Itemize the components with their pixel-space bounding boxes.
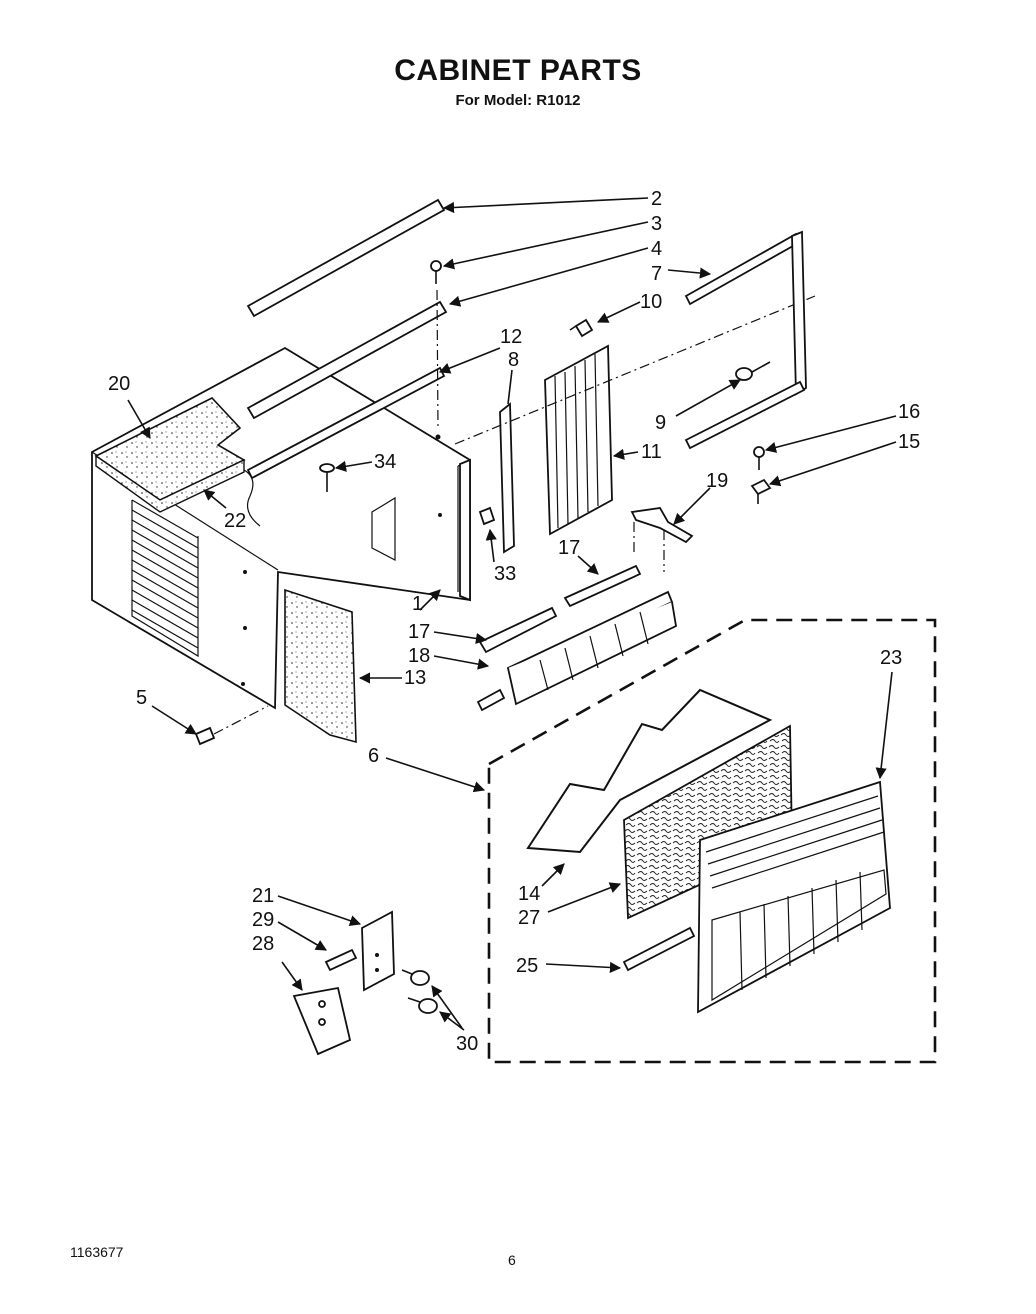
callout-12: 12 bbox=[500, 326, 522, 348]
leader-lines bbox=[127, 197, 897, 1031]
base-assembly-18 bbox=[476, 590, 677, 712]
callout-9: 9 bbox=[655, 412, 666, 434]
callout-16: 16 bbox=[898, 401, 920, 423]
callout-7: 7 bbox=[651, 263, 662, 285]
callout-29: 29 bbox=[252, 909, 274, 931]
callout-labels: 2 3 4 7 10 12 8 20 9 16 15 11 34 22 19 1… bbox=[108, 188, 920, 1055]
top-seal-strip bbox=[246, 198, 446, 318]
callout-15: 15 bbox=[898, 431, 920, 453]
callout-2: 2 bbox=[651, 188, 662, 210]
front-kit-outline bbox=[487, 618, 937, 1064]
callout-4: 4 bbox=[651, 238, 662, 260]
nut-15 bbox=[750, 478, 772, 504]
front-grille bbox=[697, 780, 891, 1014]
document-number: 1163677 bbox=[70, 1244, 124, 1260]
callout-13: 13 bbox=[404, 667, 426, 689]
top-insulation bbox=[94, 397, 246, 513]
callout-33: 33 bbox=[494, 563, 516, 585]
top-rail bbox=[246, 300, 448, 420]
plug-34 bbox=[319, 463, 335, 492]
side-insulation-panel bbox=[0, 0, 1, 1]
model-subtitle: For Model: R1012 bbox=[455, 92, 581, 109]
filter-rod bbox=[526, 688, 773, 854]
callout-27: 27 bbox=[518, 907, 540, 929]
callout-1: 1 bbox=[412, 593, 423, 615]
callout-17-upper: 17 bbox=[558, 537, 580, 559]
callout-28: 28 bbox=[252, 933, 274, 955]
gasket-strip-12 bbox=[246, 366, 446, 480]
rail-17-upper bbox=[563, 564, 642, 608]
callout-25: 25 bbox=[516, 955, 538, 977]
clip-33 bbox=[478, 506, 496, 526]
bracket-19 bbox=[630, 507, 694, 572]
page-number: 6 bbox=[508, 1252, 516, 1268]
callout-23: 23 bbox=[880, 647, 902, 669]
side-rail bbox=[499, 402, 515, 554]
callout-17-lower: 17 bbox=[408, 621, 430, 643]
callout-5: 5 bbox=[136, 687, 147, 709]
callout-22: 22 bbox=[224, 510, 246, 532]
callout-6: 6 bbox=[368, 745, 379, 767]
callout-30: 30 bbox=[456, 1033, 478, 1055]
callout-34: 34 bbox=[374, 451, 396, 473]
rail-17-lower bbox=[478, 606, 558, 654]
coil-panel bbox=[544, 344, 613, 536]
screw-10 bbox=[569, 318, 594, 338]
clamp-28 bbox=[292, 986, 352, 1056]
rear-frame bbox=[684, 230, 807, 450]
screw-3 bbox=[430, 260, 442, 284]
callout-18: 18 bbox=[408, 645, 430, 667]
filter-strip bbox=[622, 926, 696, 972]
callout-3: 3 bbox=[651, 213, 662, 235]
mount-plate-21 bbox=[361, 910, 395, 992]
callout-11: 11 bbox=[641, 441, 662, 463]
screw-5 bbox=[194, 726, 216, 746]
callout-21: 21 bbox=[252, 885, 274, 907]
fastener-9 bbox=[735, 361, 771, 381]
callout-10: 10 bbox=[640, 291, 662, 313]
page-title: CABINET PARTS bbox=[394, 54, 642, 87]
strip-29 bbox=[324, 948, 358, 972]
side-louvres bbox=[131, 499, 199, 658]
screw-16 bbox=[753, 446, 765, 470]
callout-20: 20 bbox=[108, 373, 130, 395]
callout-8: 8 bbox=[508, 349, 519, 371]
callout-19: 19 bbox=[706, 470, 728, 492]
screws-30 bbox=[401, 969, 438, 1014]
callout-14: 14 bbox=[518, 883, 540, 905]
